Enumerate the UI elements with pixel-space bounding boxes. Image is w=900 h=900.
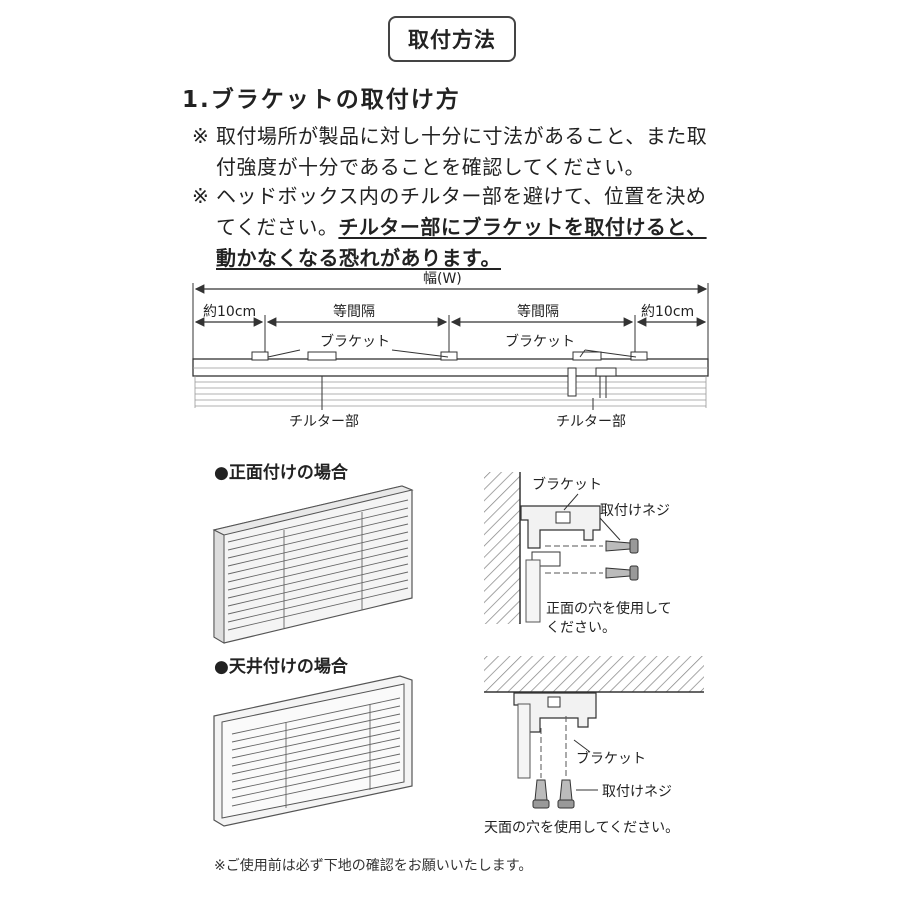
- note-mark: ※: [192, 184, 210, 208]
- front-mount-heading: ●正面付けの場合: [214, 463, 348, 483]
- bracket-mark: [630, 351, 648, 361]
- note-2-line-2: てください。チルター部にブラケットを取付けると、: [216, 212, 732, 243]
- bracket-mark: [307, 351, 337, 361]
- equal-spacing-right-label: 等間隔: [517, 304, 559, 320]
- front-bracket-label: ブラケット: [532, 477, 602, 493]
- ceiling-mount-blind-illustration: [213, 675, 413, 827]
- front-mount-blind-illustration: [212, 485, 414, 644]
- note-2-line-3: 動かなくなる恐れがあります。: [216, 243, 732, 274]
- margin-right-label: 約10cm: [641, 304, 695, 320]
- note-mark: ※: [192, 124, 210, 148]
- bracket-left-label: ブラケット: [320, 334, 390, 350]
- tilter-right-label: チルター部: [556, 414, 626, 430]
- ceiling-bracket-label: ブラケット: [576, 751, 646, 767]
- section-heading: 1.ブラケットの取付け方: [182, 87, 461, 113]
- note-2: ※ ヘッドボックス内のチルター部を避けて、位置を決め てください。チルター部にブ…: [192, 181, 732, 274]
- note-1: ※ 取付場所が製品に対し十分に寸法があること、また取 付強度が十分であることを確…: [192, 121, 732, 183]
- footnote: ※ご使用前は必ず下地の確認をお願いいたします。: [214, 858, 533, 874]
- front-mount-detail: [484, 472, 639, 624]
- bracket-mark: [572, 351, 602, 361]
- front-note-line-2: ください。: [546, 620, 616, 636]
- note-2-warning-2: 動かなくなる恐れがあります。: [216, 246, 501, 270]
- tilter-left-label: チルター部: [289, 414, 359, 430]
- front-note-line-1: 正面の穴を使用して: [546, 601, 672, 617]
- note-1-line-2: 付強度が十分であることを確認してください。: [216, 155, 646, 179]
- front-screw-label: 取付けネジ: [600, 503, 670, 519]
- bracket-right-label: ブラケット: [505, 334, 575, 350]
- bracket-mark: [251, 351, 269, 361]
- tilter-mark: [567, 367, 577, 397]
- width-label: 幅(W): [423, 271, 462, 287]
- headbox: [192, 358, 709, 377]
- note-2-line-2-plain: てください。: [216, 215, 339, 239]
- ceiling-note: 天面の穴を使用してください。: [484, 820, 680, 836]
- page-title: 取付方法: [388, 16, 516, 62]
- ceiling-mount-heading: ●天井付けの場合: [214, 657, 348, 677]
- equal-spacing-left-label: 等間隔: [333, 304, 375, 320]
- note-2-warning-1: チルター部にブラケットを取付けると、: [338, 215, 707, 239]
- margin-left-label: 約10cm: [203, 304, 257, 320]
- note-2-line-1: ヘッドボックス内のチルター部を避けて、位置を決め: [216, 184, 707, 208]
- tilter-mark: [595, 367, 617, 377]
- note-1-line-1: 取付場所が製品に対し十分に寸法があること、また取: [216, 124, 708, 148]
- ceiling-mount-detail: [484, 656, 704, 809]
- ceiling-screw-label: 取付けネジ: [602, 784, 672, 800]
